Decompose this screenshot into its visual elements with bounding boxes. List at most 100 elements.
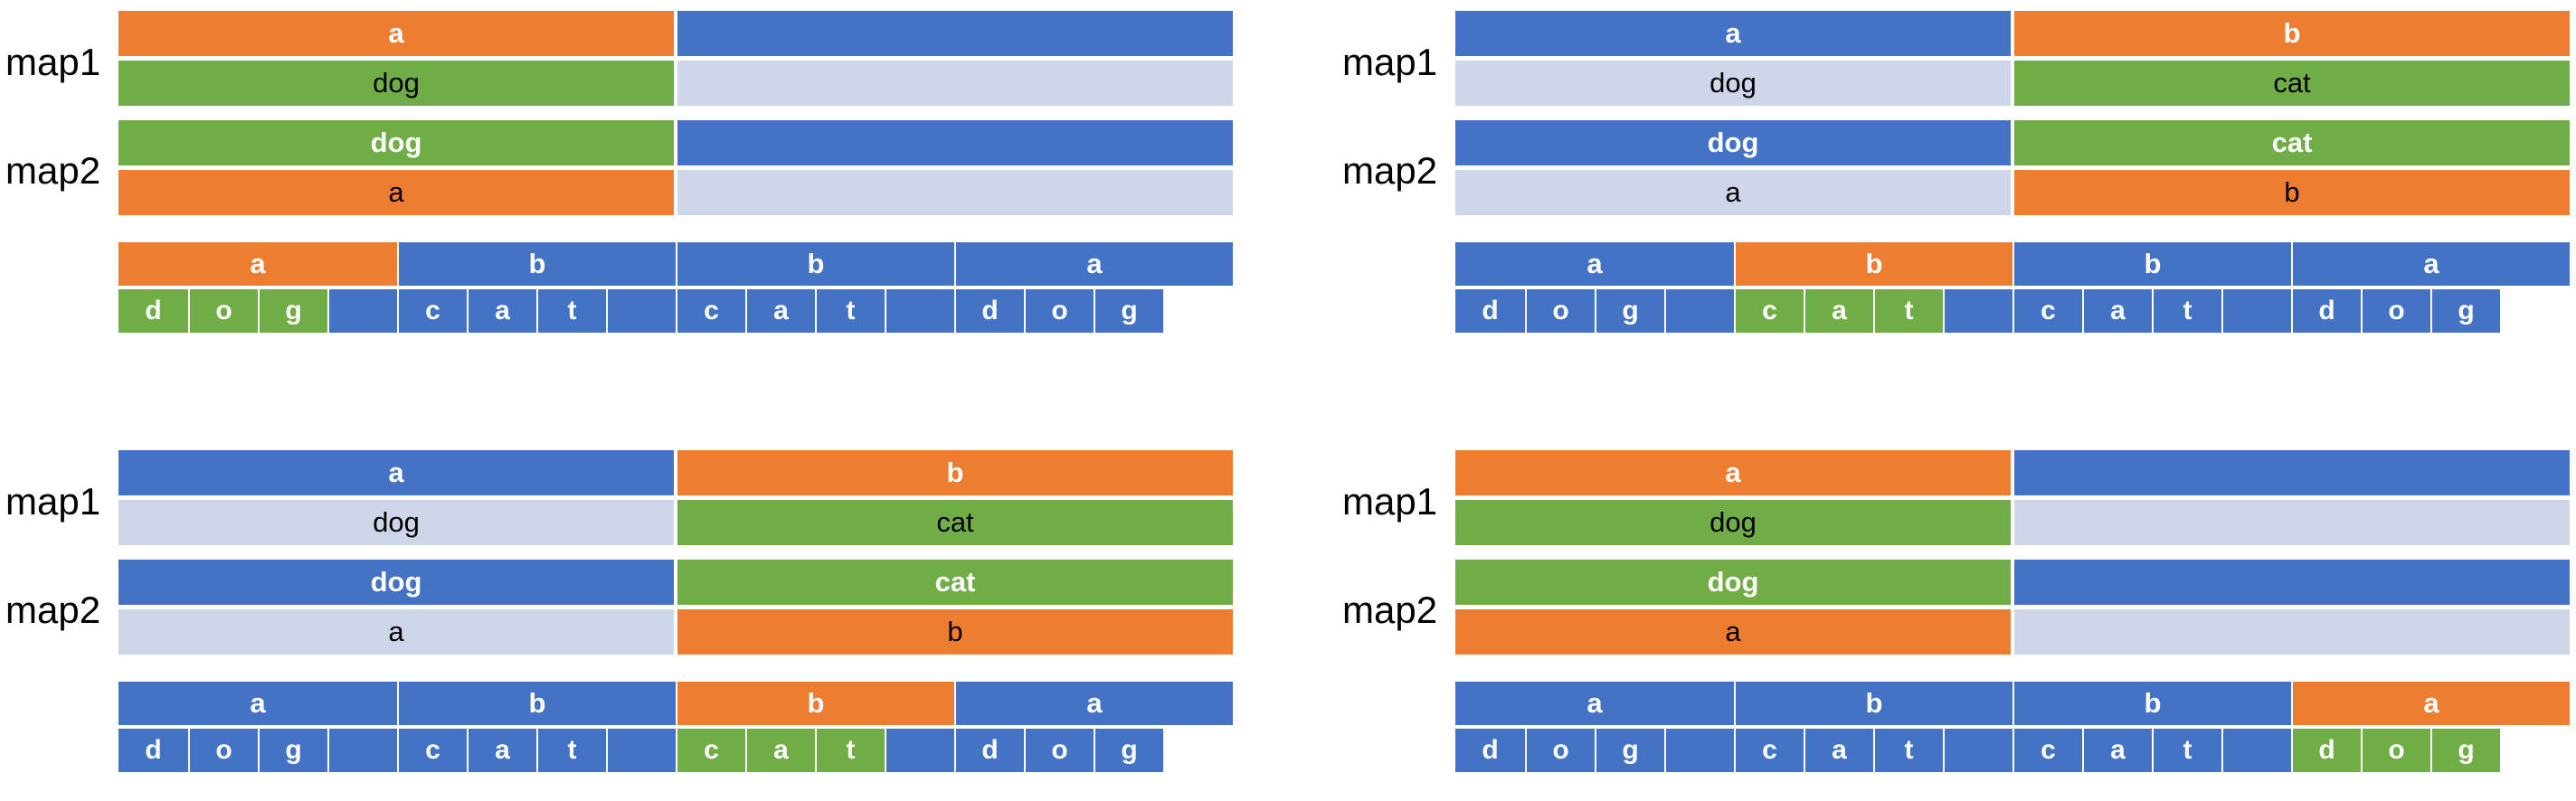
- string-char-cell: d: [118, 289, 188, 333]
- string-char-cell: o: [1026, 729, 1094, 772]
- string-char-cell: c: [1736, 729, 1804, 772]
- map2-key-cell: dog: [1455, 120, 2011, 165]
- map2-key-cell: dog: [1455, 560, 2011, 605]
- map1-value-cell: dog: [1455, 500, 2011, 545]
- map1-value-cell: [2014, 500, 2570, 545]
- string-char-cell: g: [260, 289, 327, 333]
- pattern-cell: a: [2293, 242, 2570, 286]
- map1-key-cell: a: [1455, 450, 2011, 495]
- string-char-cell: o: [1026, 289, 1094, 333]
- map1-label: map1: [5, 480, 101, 523]
- string-char-cell: [329, 289, 397, 333]
- map1-key-cell: a: [118, 11, 674, 56]
- string-char-cell: d: [1455, 729, 1525, 772]
- string-char-cell: [1945, 289, 2012, 333]
- map1-value-cell: dog: [118, 500, 674, 545]
- string-char-cell: a: [1805, 289, 1873, 333]
- map2-key-cell: [2014, 560, 2570, 605]
- string-char-cell: t: [1875, 289, 1943, 333]
- string-char-cell: g: [2432, 289, 2500, 333]
- map2-label: map2: [5, 589, 101, 631]
- map1-key-cell: [2014, 450, 2570, 495]
- map2-value-cell: a: [1455, 170, 2011, 215]
- pattern-cell: b: [1736, 242, 2012, 286]
- string-char-cell: c: [1736, 289, 1804, 333]
- map2-label: map2: [5, 149, 101, 192]
- string-char-cell: t: [817, 729, 885, 772]
- pattern-cell: b: [2014, 242, 2291, 286]
- string-char-cell: g: [1095, 729, 1163, 772]
- map2-value-cell: a: [118, 170, 674, 215]
- string-char-cell: a: [2084, 729, 2152, 772]
- pattern-cell: b: [399, 242, 676, 286]
- map1-value-cell: cat: [677, 500, 1233, 545]
- pattern-cell: b: [399, 682, 676, 725]
- string-char-cell: [1666, 289, 1734, 333]
- pattern-cell: b: [677, 682, 954, 725]
- string-char-cell: g: [1095, 289, 1163, 333]
- string-char-cell: c: [2014, 289, 2082, 333]
- string-char-cell: d: [2293, 289, 2361, 333]
- map1-value-cell: [677, 61, 1233, 106]
- map2-key-cell: cat: [677, 560, 1233, 605]
- string-char-cell: a: [747, 729, 815, 772]
- string-char-cell: t: [1875, 729, 1943, 772]
- string-char-cell: d: [956, 289, 1024, 333]
- pattern-cell: a: [956, 682, 1233, 725]
- string-char-cell: [608, 289, 676, 333]
- string-char-cell: d: [1455, 289, 1525, 333]
- string-char-cell: c: [677, 289, 745, 333]
- string-char-cell: [2223, 289, 2291, 333]
- string-char-cell: t: [817, 289, 885, 333]
- string-char-cell: d: [118, 729, 188, 772]
- string-char-cell: c: [2014, 729, 2082, 772]
- map1-key-cell: a: [1455, 11, 2011, 56]
- string-char-cell: a: [469, 289, 536, 333]
- map2-label: map2: [1342, 149, 1438, 192]
- string-char-cell: o: [2363, 729, 2430, 772]
- string-char-cell: [1666, 729, 1734, 772]
- pattern-cell: a: [118, 242, 397, 286]
- pattern-cell: b: [677, 242, 954, 286]
- string-char-cell: c: [677, 729, 745, 772]
- pattern-cell: a: [1455, 242, 1734, 286]
- map1-label: map1: [1342, 480, 1438, 523]
- map2-key-cell: cat: [2014, 120, 2570, 165]
- pattern-cell: a: [1455, 682, 1734, 725]
- string-char-cell: [2223, 729, 2291, 772]
- map2-value-cell: a: [1455, 609, 2011, 655]
- string-char-cell: g: [2432, 729, 2500, 772]
- string-char-cell: t: [2154, 289, 2221, 333]
- map2-key-cell: [677, 120, 1233, 165]
- string-char-cell: o: [1527, 289, 1595, 333]
- string-char-cell: t: [538, 729, 606, 772]
- pattern-cell: b: [1736, 682, 2012, 725]
- string-char-cell: d: [2293, 729, 2361, 772]
- map2-value-cell: b: [2014, 170, 2570, 215]
- map2-value-cell: b: [677, 609, 1233, 655]
- map2-key-cell: dog: [118, 120, 674, 165]
- string-char-cell: c: [399, 729, 467, 772]
- map2-value-cell: [677, 170, 1233, 215]
- string-char-cell: g: [1596, 729, 1664, 772]
- string-char-cell: a: [747, 289, 815, 333]
- string-char-cell: c: [399, 289, 467, 333]
- string-char-cell: a: [2084, 289, 2152, 333]
- string-char-cell: o: [190, 289, 258, 333]
- string-char-cell: a: [469, 729, 536, 772]
- map2-value-cell: [2014, 609, 2570, 655]
- string-char-cell: o: [1527, 729, 1595, 772]
- pattern-cell: a: [2293, 682, 2570, 725]
- pattern-cell: a: [118, 682, 397, 725]
- map1-value-cell: cat: [2014, 61, 2570, 106]
- pattern-cell: b: [2014, 682, 2291, 725]
- map1-value-cell: dog: [1455, 61, 2011, 106]
- map1-label: map1: [1342, 41, 1438, 83]
- string-char-cell: [1945, 729, 2012, 772]
- string-char-cell: t: [538, 289, 606, 333]
- map1-key-cell: a: [118, 450, 674, 495]
